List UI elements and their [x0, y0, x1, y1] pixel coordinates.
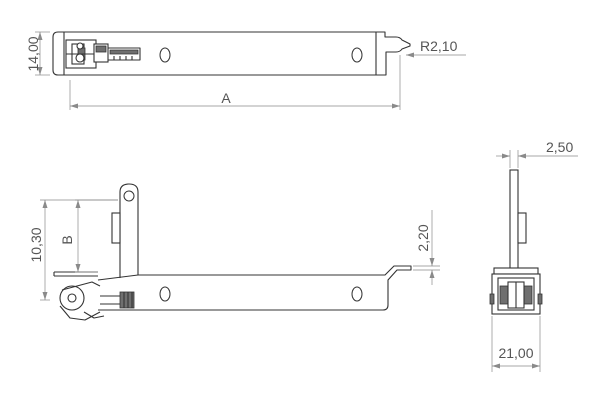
- width-dim-label: 21,00: [498, 345, 533, 361]
- arm-block: [111, 212, 121, 244]
- top-view: [52, 31, 411, 76]
- side-view-mechanism: [59, 281, 135, 321]
- side-view-hole-left: [159, 286, 171, 302]
- side-view: [53, 183, 412, 321]
- top-view-bar: [52, 31, 411, 76]
- side-view-hole-right: [351, 286, 363, 302]
- side-view-arm: [119, 183, 139, 278]
- end-view-dimensions: 2,50 21,00: [491, 139, 578, 372]
- side-view-bar: [97, 265, 412, 311]
- end-view-plate: [509, 169, 519, 271]
- end-step-dim-label: 2,20: [415, 224, 431, 251]
- radius-dim-label: R2,10: [420, 38, 458, 54]
- height-dim-label: 14,00: [25, 36, 41, 71]
- top-view-hole-left: [159, 47, 171, 63]
- length-dim-label: A: [221, 90, 231, 106]
- thickness-dim-label: 2,50: [546, 139, 573, 155]
- arm-hole: [123, 190, 135, 202]
- top-view-mechanism: [65, 39, 141, 69]
- arm-offset-dim-label: B: [59, 235, 75, 244]
- end-view: [489, 169, 543, 315]
- top-view-dimensions: 14,00 A R2,10: [25, 31, 466, 110]
- arm-height-dim-label: 10,30: [28, 227, 44, 262]
- top-view-hole-right: [351, 47, 363, 63]
- side-view-dimensions: 10,30 B 2,20: [28, 199, 440, 301]
